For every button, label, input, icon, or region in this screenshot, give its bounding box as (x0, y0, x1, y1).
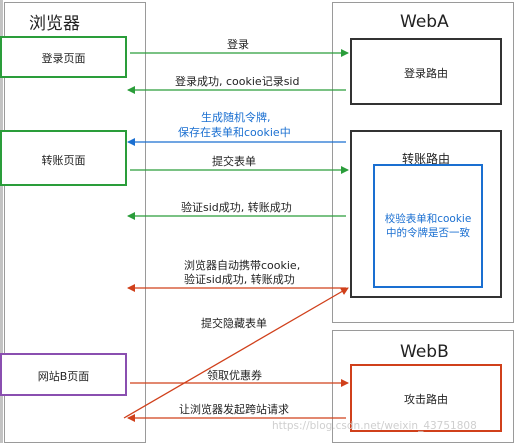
transfer-page-box (0, 130, 127, 186)
transfer-route-label: 转账路由 (401, 152, 450, 166)
login-route-box (350, 38, 502, 105)
token-check-label-2: 中的令牌是否一致 (386, 227, 470, 239)
msg-submit-hidden: 提交隐藏表单 (201, 317, 267, 330)
token-check-box (373, 164, 483, 288)
transfer-page-label: 转账页面 (41, 154, 86, 167)
msg-let-browser: 让浏览器发起跨站请求 (179, 403, 289, 416)
msg-login: 登录 (227, 38, 249, 51)
browser-title: 浏览器 (29, 14, 80, 34)
msg-auto-cookie-2: 验证sid成功, 转账成功 (184, 273, 295, 286)
msg-gen-token-1: 生成随机令牌, (201, 111, 271, 124)
login-route-label: 登录路由 (404, 67, 448, 80)
msg-verify-success: 验证sid成功, 转账成功 (181, 201, 292, 214)
siteb-page-box (0, 353, 127, 396)
attack-route-label: 攻击路由 (404, 393, 448, 406)
msg-get-coupon: 领取优惠券 (207, 369, 262, 382)
attack-route-box (350, 364, 502, 432)
msg-gen-token-2: 保存在表单和cookie中 (178, 126, 291, 139)
msg-submit-form: 提交表单 (212, 155, 256, 168)
cropped-edge (0, 0, 3, 443)
siteb-page-label: 网站B页面 (37, 370, 90, 383)
arrow-submit-hidden (123, 287, 349, 419)
watermark: https://blog.csdn.net/weixin_43751808 (272, 420, 477, 432)
msg-login-success: 登录成功, cookie记录sid (175, 75, 300, 88)
weba-title: WebA (400, 12, 449, 32)
token-check-label-1: 校验表单和cookie (384, 213, 472, 225)
msg-auto-cookie-1: 浏览器自动携带cookie, (184, 259, 301, 272)
login-page-label: 登录页面 (41, 52, 86, 65)
webb-title: WebB (400, 342, 449, 362)
login-page-box (0, 36, 127, 78)
